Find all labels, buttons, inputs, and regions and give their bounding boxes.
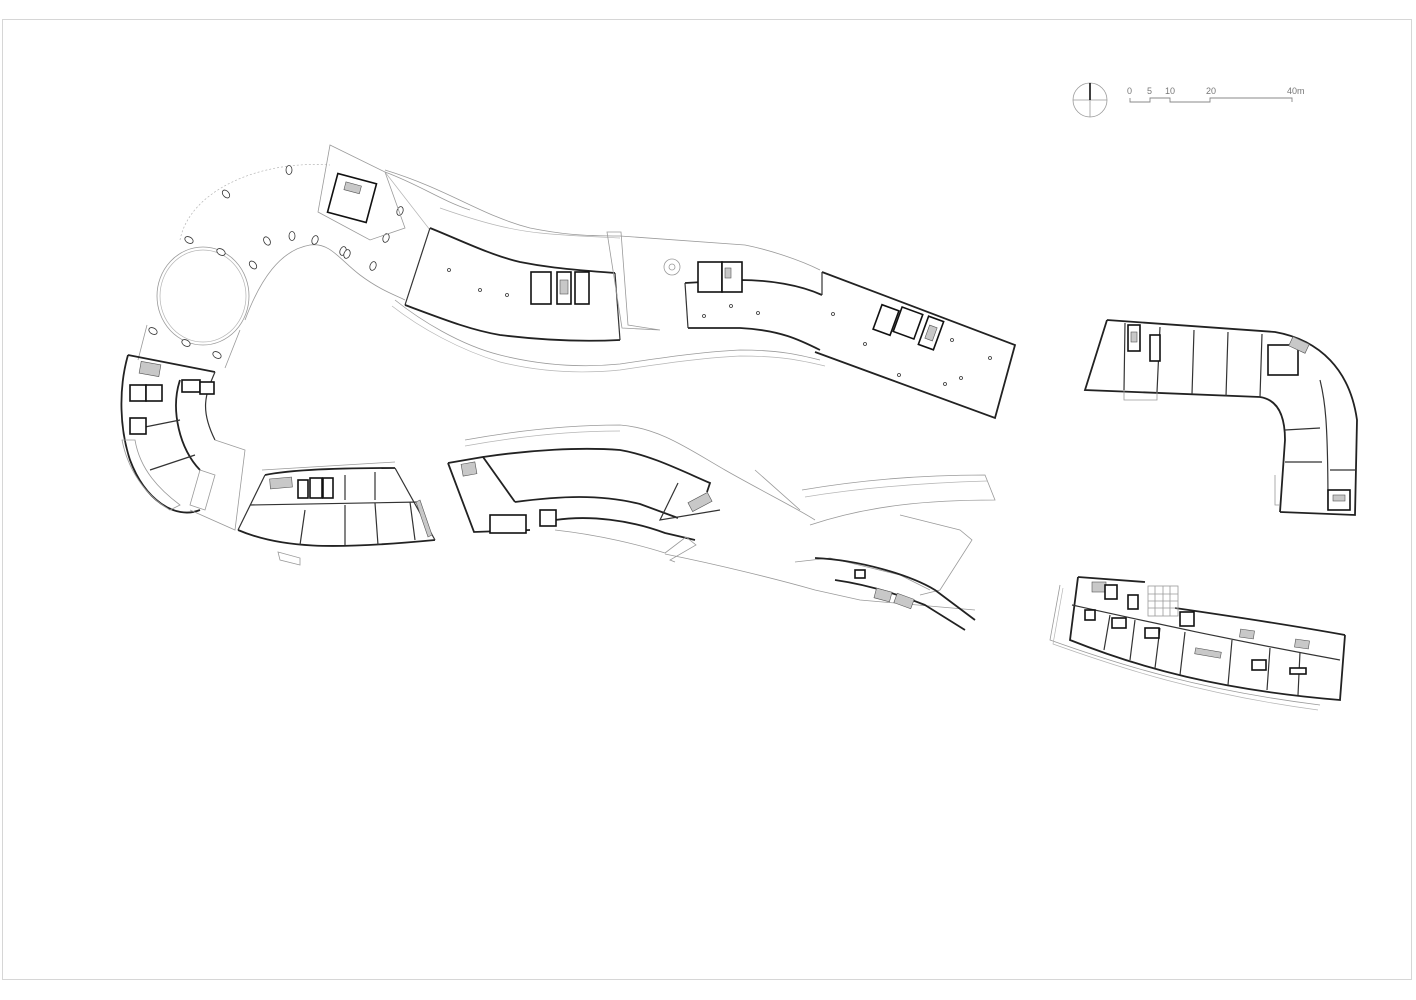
scale-label-0: 0	[1127, 86, 1133, 96]
scale-label-10: 10	[1165, 86, 1176, 96]
west-curved-wing	[120, 324, 436, 566]
east-l-wing	[1083, 319, 1358, 516]
north-wing	[384, 169, 1017, 420]
drawing-frame	[2, 19, 1412, 980]
scale-label-5: 5	[1147, 86, 1153, 96]
north-arrow-icon	[1072, 82, 1108, 118]
plaza-rotunda	[148, 144, 471, 359]
southeast-wing	[1049, 576, 1346, 711]
circular-court	[156, 246, 250, 346]
plaza-columns	[148, 165, 404, 359]
scale-bar	[1129, 97, 1293, 103]
north-wing-columns	[447, 268, 992, 386]
scale-label-20: 20	[1206, 86, 1217, 96]
pavilion-core	[326, 172, 378, 224]
scale-label-40m: 40m	[1287, 86, 1305, 96]
atrium-grid	[1147, 585, 1179, 617]
central-wing	[447, 424, 996, 631]
spiral-stair	[663, 258, 681, 276]
